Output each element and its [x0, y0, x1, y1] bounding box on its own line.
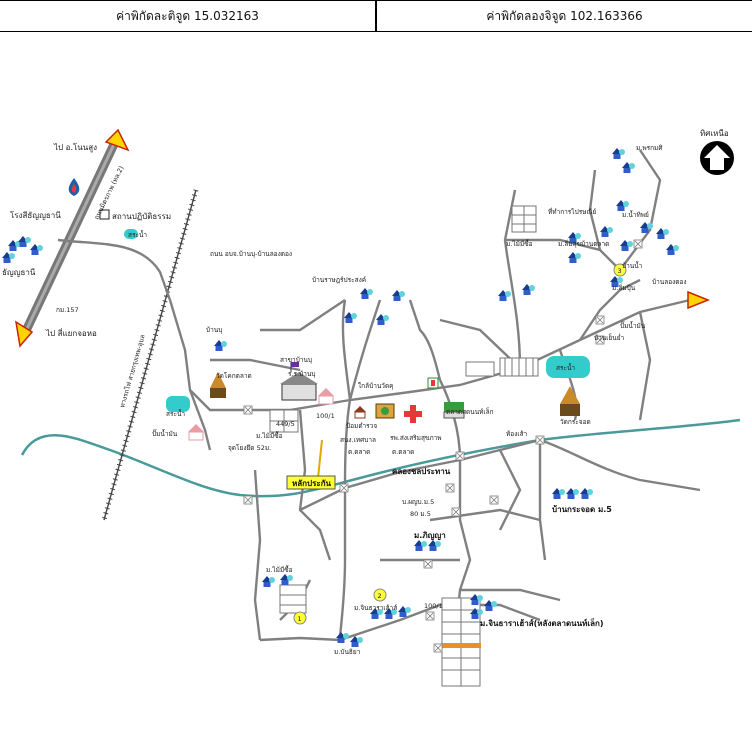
- label-m-bunsiya: ม.บันธิยา: [334, 648, 361, 656]
- pond-north: [124, 229, 138, 239]
- arrow-east: [687, 290, 711, 310]
- longitude-label: ค่าพิกัดลองจิจูด 102.163366: [486, 8, 643, 23]
- label-m-limsuk: ม.ลิ่มสุขบ้านตลาด: [558, 239, 609, 248]
- label-km: กม.157: [56, 306, 79, 314]
- label-railway: ทางรถไฟ สายกรุงเทพ-อุบล: [118, 334, 147, 409]
- north-label: ทิศเหนือ: [700, 129, 729, 138]
- label-gas-station: โรงสีธัญญธานี: [10, 210, 61, 220]
- market-icon: [443, 402, 465, 419]
- label-addr3: 100/1: [424, 602, 443, 610]
- label-ban-nam: บ้านน้ำ: [622, 261, 643, 270]
- school-icon: [280, 362, 318, 401]
- label-canal: คลองชลประทาน: [392, 467, 451, 476]
- label-mail: ที่ทำการไปรษณีย์: [548, 207, 596, 216]
- arrow-to-nonsung: [104, 128, 130, 152]
- svg-text:2: 2: [378, 592, 382, 600]
- label-m-maimesue3: ม.ไม้มีซื้อ: [506, 239, 533, 248]
- label-near-wat: ใกล้บ้านวัดคุ: [358, 382, 394, 390]
- label-seven: สาขาบ้านบุ: [280, 356, 312, 364]
- label-ban-yang: บ้านเย็นย่ำ: [594, 333, 625, 342]
- label-pond1: สระน้ำ: [128, 230, 147, 239]
- label-jud-hong: จุดโยงยึด 52ม.: [228, 444, 271, 452]
- seven-eleven-icon: [427, 377, 439, 389]
- label-m-maimesue2: ม.ไม้มีซื้อ: [266, 565, 293, 574]
- label-m-prakai: ม.พรกมศิ: [636, 144, 663, 152]
- label-road-name: ถนน อบจ.บ้านบุ-บ้านลองตอง: [210, 250, 292, 258]
- police-icon: [354, 406, 366, 419]
- label-m-maimesue: ม.ไม้มีซื้อ: [256, 431, 283, 440]
- marker-1: 1: [293, 611, 307, 625]
- label-pump2: ปั๊มน้ำมัน: [620, 321, 646, 330]
- label-wat-krachod: วัดกระจอด: [560, 418, 591, 426]
- gas-station-icon: [68, 178, 80, 196]
- label-tor-talad: ต.ตลาด: [348, 448, 370, 456]
- label-m-nam: ม.น้ำทิพย์: [622, 210, 649, 219]
- house-icon-pink: [188, 388, 334, 441]
- label-wat-khokladat: วัดโคกตลาด: [216, 372, 252, 380]
- marker-2: 2: [373, 588, 387, 602]
- label-bor-nong: บ.ผญบ.ม.5: [402, 498, 434, 506]
- pond-east: [546, 356, 590, 378]
- practice-center-icon: [99, 209, 110, 220]
- label-addr2: 100/1: [316, 412, 335, 420]
- label-ban-longtong: บ้านลองตอง: [652, 278, 687, 286]
- arrow-to-jorhor: [14, 320, 34, 348]
- label-practice-center: สถานปฏิบัติธรรม: [112, 212, 171, 221]
- temple-icon-west: [210, 372, 226, 398]
- boundary-mark-box: [286, 475, 336, 490]
- highway-road: [19, 138, 121, 337]
- north-compass-icon: [700, 141, 734, 175]
- label-m-jintara: ม.จินธาราเฮ้าส์: [354, 604, 397, 612]
- label-pond3: สระน้ำ: [556, 363, 575, 372]
- municipal-office-icon: [375, 403, 395, 419]
- label-m-jintara2: ม.จินธาราเฮ้าส์(หลังตลาดนนท์เล็ก): [480, 617, 604, 628]
- latitude-label: ค่าพิกัดละติจูด 15.032163: [0, 1, 377, 31]
- label-ban-rasbrasong: บ้านราษฎร์ประสงค์: [312, 276, 366, 284]
- temple-icon-east: [560, 386, 580, 416]
- label-police: ป้อมตำรวจ: [346, 422, 377, 430]
- label-m-phinyaya: ม.ภิญญา: [414, 531, 446, 541]
- label-pond2: สระน้ำ: [166, 409, 185, 418]
- area-map: 1 2 3 หลักประกัน ทิศเหนือ ไป อ.โนนสูง ไป…: [2, 128, 741, 687]
- label-m80: 80 ม.5: [410, 510, 431, 518]
- label-hospital: รพ.ส่งเสริมสุขภาพ: [390, 434, 442, 442]
- label-ban-bu: บ้านบุ: [206, 326, 222, 334]
- label-ban-krachod: บ้านกระจอด ม.5: [552, 504, 612, 514]
- svg-text:3: 3: [618, 267, 622, 275]
- label-tor-talad2: ต.ตลาด: [392, 448, 414, 456]
- label-thong-sao: ท้องเส้า: [506, 430, 528, 438]
- label-pump1: ปั๊มน้ำมัน: [152, 429, 178, 438]
- railway-line: [101, 189, 199, 521]
- label-m-phuk: ม.ลิ่มปุ้น: [612, 283, 636, 292]
- hospital-icon: [404, 405, 422, 423]
- marker-3: 3: [613, 263, 627, 277]
- label-to-nonsung: ไป อ.โนนสูง: [53, 142, 97, 153]
- label-thanyathani: ธัญญธานี: [2, 268, 36, 277]
- label-market: ตลาดสดนนท์เล็ก: [446, 407, 494, 416]
- label-to-jorhor: ไป สี่แยกจอหอ: [45, 327, 97, 338]
- label-school: ร.ร.บ้านบุ: [288, 370, 315, 378]
- coordinates-header: ค่าพิกัดละติจูด 15.032163 ค่าพิกัดลองจิจ…: [0, 0, 752, 32]
- house-icons: [2, 148, 679, 647]
- label-addr1: 449/5: [276, 420, 295, 428]
- label-municipal: สนง.เทศบาล: [340, 436, 376, 444]
- pond-west: [166, 396, 190, 412]
- svg-text:1: 1: [298, 615, 302, 623]
- boundary-mark-label: หลักประกัน: [292, 479, 332, 488]
